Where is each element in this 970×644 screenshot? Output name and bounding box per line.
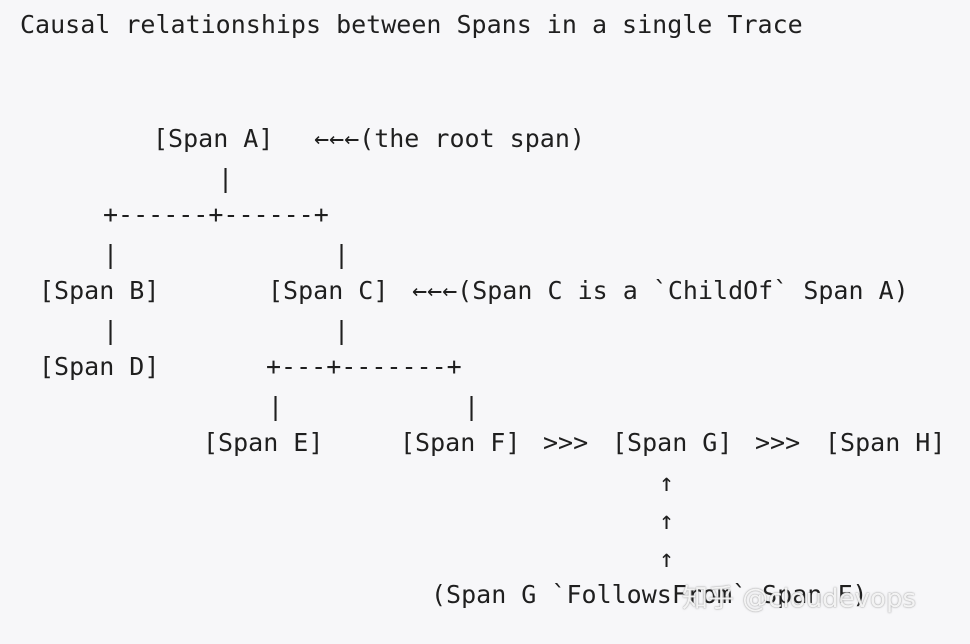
zhihu-watermark: 知乎 @cloudevops: [682, 584, 917, 614]
follows-arrow-f-to-g: >>>: [543, 428, 589, 457]
up-arrow-3: ↑: [659, 544, 675, 573]
up-arrow-2: ↑: [659, 506, 675, 535]
span-h-label: [Span H]: [825, 428, 946, 457]
connector-b-to-d: |: [103, 316, 119, 345]
connector-a-down: |: [218, 164, 234, 193]
connector-to-span-e: |: [268, 392, 284, 421]
span-b-label: [Span B]: [39, 276, 160, 305]
span-g-label: [Span G]: [612, 428, 733, 457]
span-e-label: [Span E]: [203, 428, 324, 457]
span-c-label: [Span C]: [268, 276, 389, 305]
follows-arrow-g-to-h: >>>: [755, 428, 801, 457]
connector-to-span-c: |: [334, 240, 350, 269]
span-d-label: [Span D]: [39, 352, 160, 381]
branch-from-span-a: +------+------+: [103, 200, 329, 229]
diagram-title: Causal relationships between Spans in a …: [20, 10, 803, 39]
connector-c-down: |: [334, 316, 350, 345]
branch-from-span-c: +---+-------+: [266, 352, 462, 381]
span-f-label: [Span F]: [400, 428, 521, 457]
connector-to-span-f: |: [464, 392, 480, 421]
up-arrow-1: ↑: [659, 468, 675, 497]
root-span-annotation: ←←←(the root span): [314, 124, 585, 153]
childof-annotation: ←←←(Span C is a `ChildOf` Span A): [412, 276, 909, 305]
span-a-label: [Span A]: [153, 124, 274, 153]
connector-to-span-b: |: [103, 240, 119, 269]
followsfrom-annotation: (Span G `FollowsFrom` Span F): [431, 580, 868, 609]
